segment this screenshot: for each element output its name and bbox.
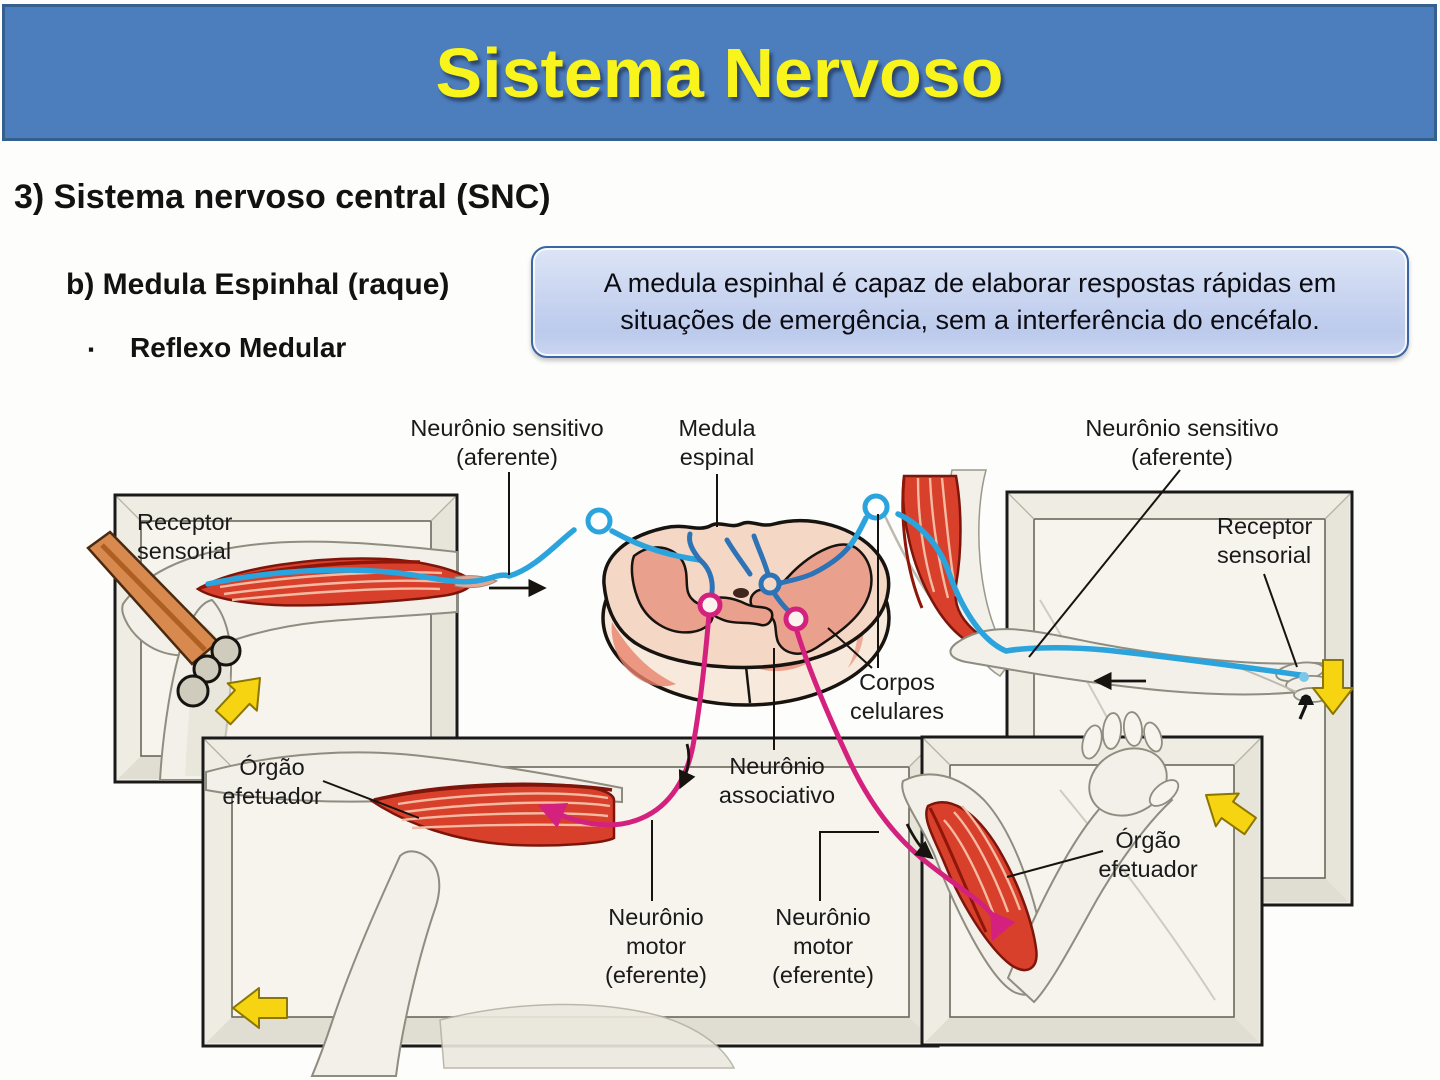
hammer-head	[176, 674, 210, 708]
motor-cell-body	[783, 606, 809, 632]
sensory-axon	[205, 527, 577, 587]
shin-skin	[310, 850, 441, 1077]
label-effector-right: Órgão efetuador	[1098, 827, 1198, 882]
bullet-icon: ▪	[88, 340, 95, 359]
motor-axon	[537, 611, 712, 829]
ganglion-cell-body	[862, 493, 890, 521]
label-associative-neuron: Neurônio associativo	[718, 753, 836, 808]
callout-box: A medula espinhal é capaz de elaborar re…	[531, 246, 1409, 358]
hammer-head	[210, 635, 242, 667]
label-effector-left: Órgão efetuador	[222, 754, 322, 809]
sensory-branches-in-cord	[687, 531, 771, 600]
sensory-axon	[845, 515, 869, 551]
label-cell-bodies: Corpos celulares	[849, 669, 945, 724]
movement-arrow-up-right	[214, 677, 261, 726]
motor-cell-body	[697, 592, 723, 618]
flex-arm-illustration	[901, 711, 1180, 1004]
hand-raised	[1081, 711, 1180, 817]
label-receptor-right: Receptor sensorial	[1217, 513, 1313, 568]
effector-muscle-left	[369, 782, 616, 847]
motor-neuron-left	[537, 592, 723, 829]
kick-illustration	[205, 751, 736, 1077]
quadriceps-muscle	[195, 557, 499, 607]
sensory-axon	[895, 511, 1304, 678]
label-receptor-left: Receptor sensorial	[137, 509, 233, 564]
foot-shading	[439, 1003, 736, 1069]
panel-bevel	[1233, 740, 1259, 1042]
sensory-axon	[609, 528, 703, 563]
direction-arrows	[489, 578, 1146, 860]
bullet-row: ▪ Reflexo Medular	[88, 332, 346, 364]
label-sensory-neuron-left: Neurônio sensitivo (aferente)	[410, 415, 604, 470]
impulse-arrow-down-right	[905, 823, 934, 860]
hammer-head	[192, 654, 222, 684]
push-pin-icon	[1298, 694, 1314, 720]
sensory-neuron-left	[205, 507, 771, 600]
reflex-hammer	[86, 530, 242, 708]
sub-heading: b) Medula Espinhal (raque)	[66, 268, 450, 301]
motor-neuron-right	[783, 606, 1016, 942]
label-spinal-cord: Medula espinal	[678, 415, 756, 470]
associative-cell-body	[758, 572, 782, 596]
movement-arrow-left	[232, 987, 288, 1029]
central-canal	[733, 588, 749, 598]
section-heading: 3) Sistema nervoso central (SNC)	[14, 178, 551, 216]
receptor-tip	[1299, 672, 1309, 682]
bullet-text: Reflexo Medular	[130, 332, 347, 363]
panel-bevel	[925, 1016, 1259, 1042]
label-motor-neuron-left: Neurônio motor (eferente)	[605, 904, 707, 988]
spinal-cord	[601, 519, 891, 707]
page-title: Sistema Nervoso	[435, 33, 1004, 112]
title-bar: Sistema Nervoso	[2, 4, 1437, 141]
ganglion-cell-body	[585, 507, 613, 535]
movement-arrow-down	[1312, 659, 1354, 715]
label-motor-neuron-right: Neurônio motor (eferente)	[772, 904, 874, 988]
label-leader-lines	[322, 469, 1298, 901]
cord-shading	[611, 622, 676, 687]
movement-arrow-up-left	[1205, 792, 1257, 836]
movement-arrows	[214, 659, 1354, 1029]
motor-axon	[793, 625, 1016, 942]
reflex-arc-diagram	[86, 469, 1354, 1077]
impulse-arrow-down-left	[678, 743, 696, 790]
label-sensory-neuron-right: Neurônio sensitivo (aferente)	[1085, 415, 1279, 470]
